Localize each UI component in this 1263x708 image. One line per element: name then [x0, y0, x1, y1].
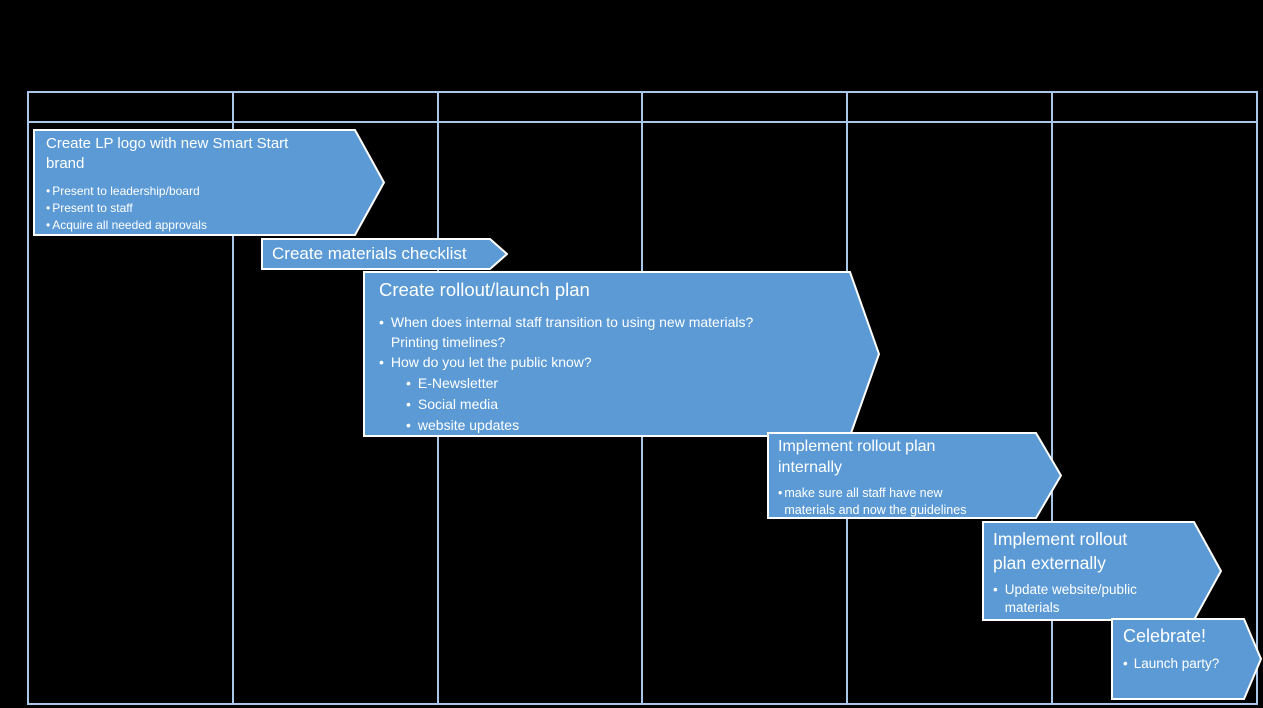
- right-arrow-shape: [363, 271, 880, 437]
- right-arrow-shape: [261, 238, 508, 270]
- bullet-item: • Launch party?: [1123, 655, 1240, 673]
- bullet-marker: •: [379, 354, 384, 370]
- timeline-column: [848, 93, 1054, 703]
- bullet-item: •Present to leadership/board: [46, 183, 349, 200]
- right-arrow-shape: [1111, 618, 1262, 700]
- bullet-marker: •: [1123, 656, 1128, 671]
- timeline-header-cell: [847, 93, 1052, 121]
- bullet-marker: •: [46, 218, 51, 232]
- task-title: Celebrate!: [1123, 626, 1207, 646]
- right-arrow-shape: [767, 432, 1062, 519]
- bullet-item: • When does internal staff transition to …: [379, 312, 842, 352]
- bullet-text: Update website/public materials: [1004, 582, 1137, 615]
- bullet-text: E-Newsletter: [417, 375, 499, 391]
- bullet-text: Launch party?: [1133, 656, 1220, 671]
- task-bullet-list: • When does internal staff transition to …: [379, 312, 842, 435]
- timeline-header-cell: [29, 93, 234, 121]
- task-title: Create LP logo with new Smart Start bran…: [46, 135, 289, 172]
- bullet-marker: •: [46, 184, 51, 198]
- right-arrow-shape: [982, 521, 1222, 621]
- bullet-text: When does internal staff transition to u…: [390, 314, 754, 350]
- task-arrow-celebrate: Celebrate! • Launch party?: [1111, 618, 1262, 700]
- timeline-header-row: [29, 93, 1256, 123]
- task-content: Create LP logo with new Smart Start bran…: [33, 129, 385, 236]
- bullet-marker: •: [406, 375, 411, 391]
- timeline-header-cell: [643, 93, 848, 121]
- task-bullet-list: • Update website/public materials: [993, 581, 1190, 617]
- bullet-marker: •: [406, 396, 411, 412]
- bullet-item: •make sure all staff have new materials …: [778, 485, 1030, 519]
- task-title: Implement rollout plan externally: [993, 529, 1128, 573]
- task-bullet-list: •Present to leadership/board •Present to…: [46, 183, 349, 234]
- task-content: Implement rollout plan externally • Updat…: [982, 521, 1222, 621]
- task-arrow-implement-internally: Implement rollout plan internally •make …: [767, 432, 1062, 519]
- bullet-text: Acquire all needed approvals: [52, 218, 207, 232]
- bullet-marker: •: [46, 201, 51, 215]
- timeline-header-cell: [438, 93, 643, 121]
- bullet-item: • Update website/public materials: [993, 581, 1190, 617]
- task-content: Celebrate! • Launch party?: [1111, 618, 1262, 700]
- bullet-item: •Present to staff: [46, 200, 349, 217]
- bullet-marker: •: [993, 582, 998, 597]
- task-arrow-create-logo: Create LP logo with new Smart Start bran…: [33, 129, 385, 236]
- bullet-text: Present to staff: [52, 201, 133, 215]
- bullet-text: Present to leadership/board: [52, 184, 200, 198]
- sub-bullet-item: • E-Newsletter: [406, 373, 842, 393]
- task-bullet-list: • Launch party?: [1123, 655, 1240, 673]
- timeline-header-cell: [1052, 93, 1257, 121]
- bullet-text: Social media: [417, 396, 499, 412]
- task-arrow-materials-checklist: Create materials checklist: [261, 238, 508, 270]
- task-content: Create rollout/launch plan • When does in…: [363, 271, 880, 437]
- task-arrow-rollout-plan: Create rollout/launch plan • When does in…: [363, 271, 880, 437]
- timeline-column: [29, 93, 234, 703]
- bullet-text: How do you let the public know?: [390, 354, 592, 370]
- task-sub-bullet-list: • E-Newsletter • Social media • website upd…: [406, 373, 842, 435]
- bullet-text: website updates: [417, 417, 520, 433]
- task-title: Create materials checklist: [272, 244, 467, 263]
- bullet-text: make sure all staff have new materials a…: [784, 486, 967, 517]
- task-content: Create materials checklist: [261, 238, 508, 270]
- task-content: Implement rollout plan internally •make …: [767, 432, 1062, 519]
- timeline-header-cell: [234, 93, 439, 121]
- bullet-marker: •: [406, 417, 411, 433]
- task-title: Create rollout/launch plan: [379, 279, 590, 300]
- right-arrow-shape: [33, 129, 385, 236]
- sub-bullet-item: • website updates: [406, 415, 842, 435]
- bullet-item: •Acquire all needed approvals: [46, 217, 349, 234]
- task-bullet-list: •make sure all staff have new materials …: [778, 485, 1030, 519]
- sub-bullet-item: • Social media: [406, 394, 842, 414]
- bullet-marker: •: [778, 486, 783, 500]
- task-title: Implement rollout plan internally: [778, 438, 936, 476]
- bullet-marker: •: [379, 314, 384, 330]
- bullet-item: • How do you let the public know? • E-News…: [379, 352, 842, 435]
- task-arrow-implement-externally: Implement rollout plan externally • Updat…: [982, 521, 1222, 621]
